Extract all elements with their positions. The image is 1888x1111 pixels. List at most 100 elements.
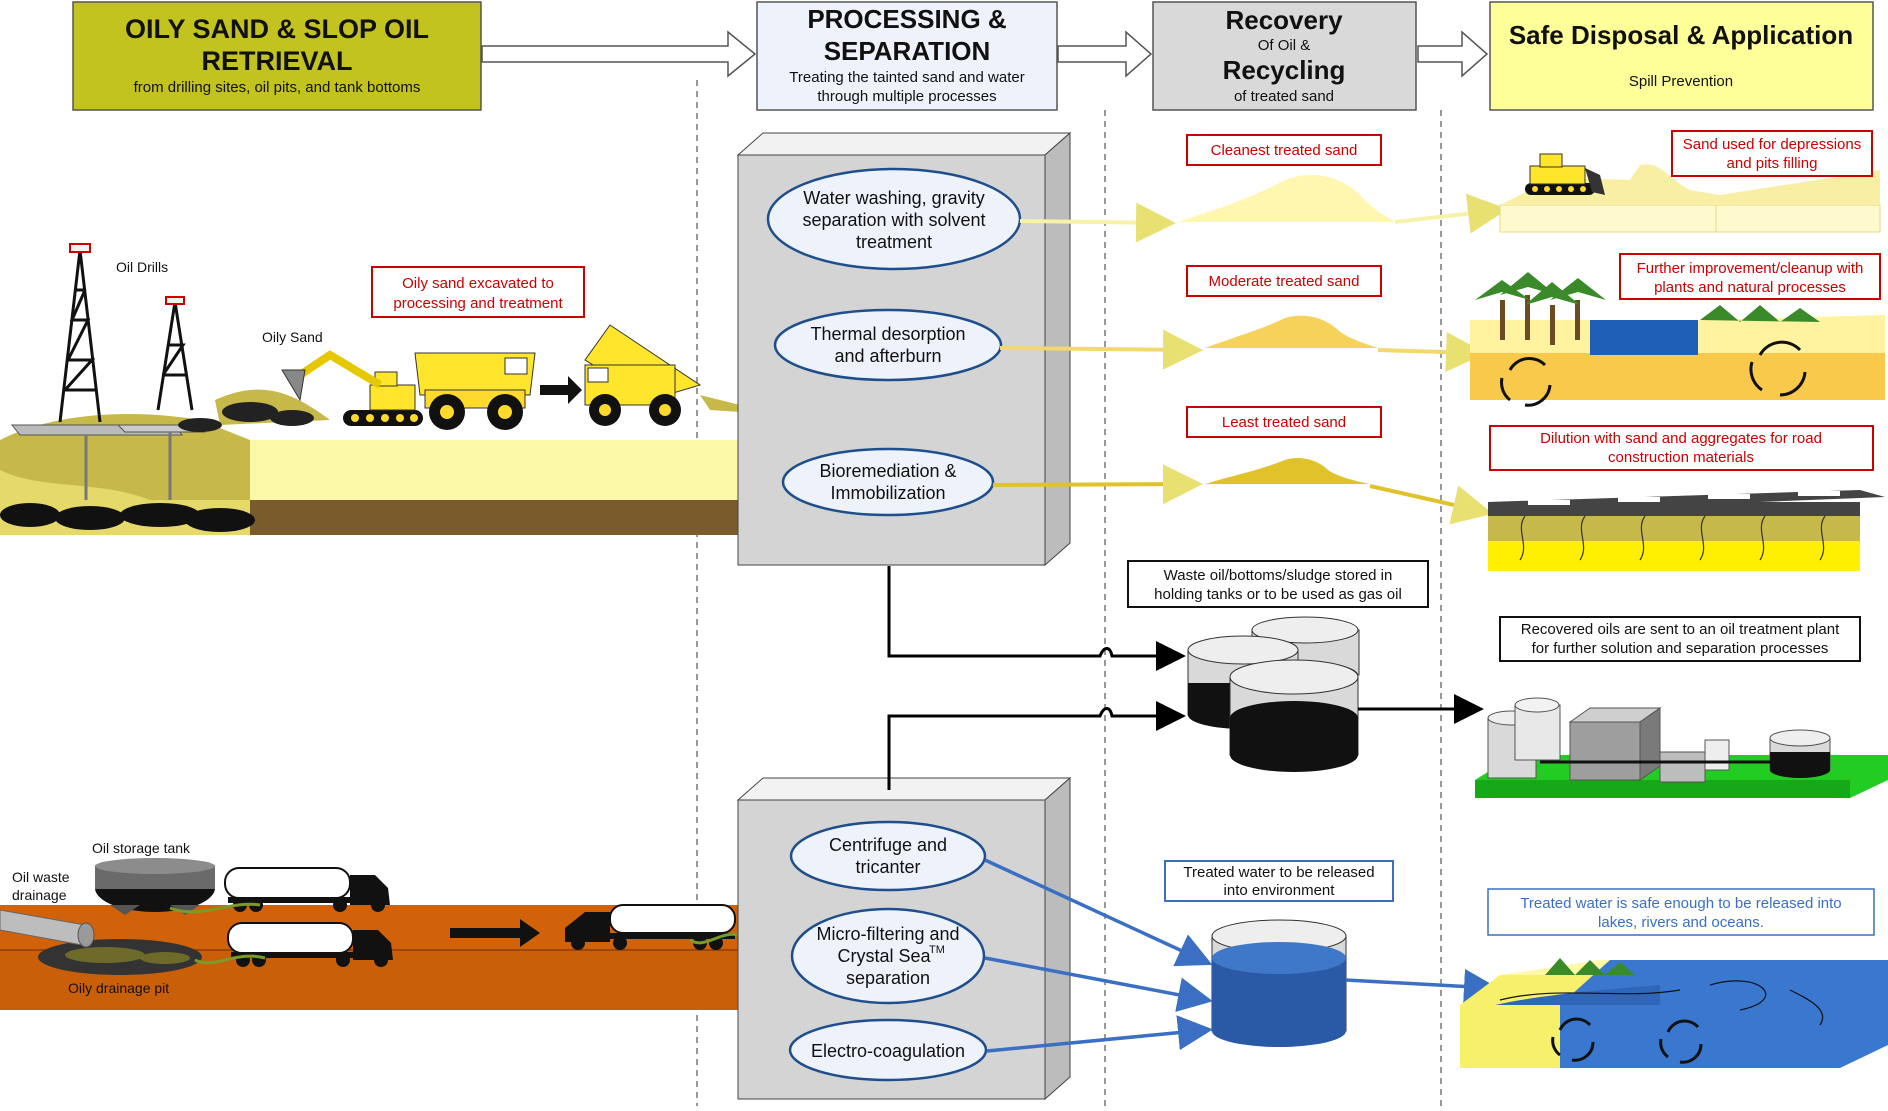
label-waste-oil-line2: holding tanks or to be used as gas oil bbox=[1154, 586, 1402, 603]
oil-flow-lines bbox=[887, 566, 1484, 790]
process-micro-line3: separation bbox=[846, 968, 930, 988]
water-release-illustration bbox=[1460, 958, 1888, 1068]
tanker-truck-icon-3 bbox=[565, 904, 741, 950]
oil-treatment-plant-illustration bbox=[1475, 697, 1888, 798]
header-disposal-subtitle: Spill Prevention bbox=[1629, 73, 1733, 90]
label-excavated-line1: Oily sand excavated to bbox=[402, 275, 554, 292]
process-water-washing-line2: separation with solvent bbox=[802, 210, 985, 230]
process-bioremediation: Bioremediation & Immobilization bbox=[781, 447, 995, 517]
header-retrieval: OILY SAND & SLOP OIL RETRIEVAL from dril… bbox=[72, 1, 482, 111]
recycle-cycle-icon-2 bbox=[1551, 1017, 1703, 1064]
water-tank-icon bbox=[1211, 919, 1347, 1047]
label-waste-oil-box bbox=[1127, 560, 1429, 608]
oil-storage-tank-icon bbox=[95, 858, 215, 915]
label-dilution-line1: Dilution with sand and aggregates for ro… bbox=[1540, 430, 1822, 447]
header-recovery: Recovery Of Oil & Recycling of treated s… bbox=[1152, 1, 1417, 111]
process-micro-filtering: Micro-filtering and Crystal Sea TM separ… bbox=[790, 907, 986, 1005]
label-sand-used-line1: Sand used for depressions bbox=[1683, 136, 1861, 153]
label-cleanest: Cleanest treated sand bbox=[1211, 142, 1358, 159]
label-oil-storage-tank: Oil storage tank bbox=[92, 840, 191, 856]
dump-truck-icon bbox=[414, 352, 536, 430]
label-excavated-line2: processing and treatment bbox=[393, 295, 563, 312]
least-sand-pile bbox=[1205, 458, 1370, 484]
process-thermal-line2: and afterburn bbox=[834, 346, 941, 366]
recovery-sand-labels: Cleanest treated sand Moderate treated s… bbox=[1186, 134, 1382, 438]
header-retrieval-subtitle: from drilling sites, oil pits, and tank … bbox=[134, 79, 421, 96]
process-water-washing: Water washing, gravity separation with s… bbox=[766, 167, 1022, 271]
column-dividers bbox=[696, 80, 1442, 1106]
label-oil-waste-line1: Oil waste bbox=[12, 869, 70, 885]
process-micro-line1: Micro-filtering and bbox=[816, 924, 959, 944]
process-water-washing-line1: Water washing, gravity bbox=[803, 188, 984, 208]
label-recovered-box bbox=[1499, 616, 1861, 662]
label-sand-used-line2: and pits filling bbox=[1727, 155, 1818, 172]
process-centrifuge-line2: tricanter bbox=[855, 857, 920, 877]
header-disposal: Safe Disposal & Application Spill Preven… bbox=[1489, 1, 1874, 111]
bulldozer-icon bbox=[1525, 153, 1605, 195]
plants-cleanup-illustration bbox=[1470, 272, 1885, 407]
road-illustration bbox=[1488, 490, 1885, 571]
label-recovered-line1: Recovered oils are sent to an oil treatm… bbox=[1521, 621, 1840, 638]
header-recovery-small2: of treated sand bbox=[1234, 88, 1334, 105]
label-further-line2: plants and natural processes bbox=[1654, 279, 1846, 296]
dump-truck-tilted-icon bbox=[584, 324, 740, 426]
process-thermal-line1: Thermal desorption bbox=[810, 324, 965, 344]
label-treated-water-box bbox=[1164, 860, 1394, 902]
header-recovery-small1: Of Oil & bbox=[1258, 37, 1311, 54]
oil-drill-icon bbox=[58, 249, 102, 423]
header-processing-title1: PROCESSING & bbox=[807, 4, 1006, 34]
water-flow-lines bbox=[984, 858, 1499, 1053]
label-excavated-box bbox=[371, 266, 585, 318]
label-water-safe-line2: lakes, rivers and oceans. bbox=[1598, 914, 1764, 931]
oil-drill-icon-2 bbox=[156, 301, 194, 411]
header-disposal-title: Safe Disposal & Application bbox=[1509, 20, 1853, 50]
sand-flow-arrows bbox=[992, 193, 1508, 525]
process-water-washing-line3: treatment bbox=[856, 232, 932, 252]
process-thermal: Thermal desorption and afterburn bbox=[773, 308, 1003, 382]
process-micro-tm: TM bbox=[929, 944, 945, 956]
header-processing: PROCESSING & SEPARATION Treating the tai… bbox=[756, 1, 1058, 111]
oil-field-illustration: Oil Drills Oily Sand Oily sand excavated… bbox=[0, 243, 740, 535]
label-treated-water-line2: into environment bbox=[1224, 882, 1336, 899]
process-electro-coagulation: Electro-coagulation bbox=[788, 1018, 988, 1082]
sand-fill-illustration bbox=[1499, 153, 1881, 233]
header-retrieval-title1: OILY SAND & SLOP OIL bbox=[125, 14, 429, 44]
label-dilution-box bbox=[1489, 425, 1874, 471]
header-processing-sub1: Treating the tainted sand and water bbox=[789, 69, 1024, 86]
header-arrows bbox=[481, 30, 1489, 78]
flow-arrow-black bbox=[540, 376, 582, 404]
process-bio-line2: Immobilization bbox=[830, 483, 945, 503]
label-moderate: Moderate treated sand bbox=[1209, 273, 1360, 290]
holding-tanks-icon bbox=[1187, 616, 1360, 772]
label-waste-oil-line1: Waste oil/bottoms/sludge stored in bbox=[1164, 567, 1393, 584]
excavator-icon bbox=[281, 350, 423, 426]
label-least: Least treated sand bbox=[1222, 414, 1346, 431]
label-water-safe-line1: Treated water is safe enough to be relea… bbox=[1520, 895, 1841, 912]
recycle-cycle-icon bbox=[1500, 340, 1807, 407]
label-oil-waste-line2: drainage bbox=[12, 887, 67, 903]
label-water-safe-box bbox=[1487, 888, 1875, 936]
header-recovery-title2: Recycling bbox=[1223, 55, 1346, 85]
header-recovery-title1: Recovery bbox=[1225, 5, 1343, 35]
process-micro-line2: Crystal Sea bbox=[837, 946, 931, 966]
flow-arrow-black-2 bbox=[450, 919, 540, 947]
header-processing-title2: SEPARATION bbox=[824, 36, 991, 66]
label-oil-drills: Oil Drills bbox=[116, 259, 168, 275]
process-bio-line1: Bioremediation & bbox=[819, 461, 956, 481]
label-dilution-line2: construction materials bbox=[1608, 449, 1754, 466]
label-further-line1: Further improvement/cleanup with bbox=[1637, 260, 1864, 277]
tanker-truck-icon-2 bbox=[227, 922, 393, 967]
process-centrifuge-line1: Centrifuge and bbox=[829, 835, 947, 855]
label-oily-sand: Oily Sand bbox=[262, 329, 323, 345]
header-retrieval-title2: RETRIEVAL bbox=[201, 46, 352, 76]
process-centrifuge: Centrifuge and tricanter bbox=[789, 820, 987, 892]
drainage-illustration: Oil storage tank Oil waste drainage Oily… bbox=[0, 840, 741, 1010]
cleanest-sand-pile bbox=[1178, 175, 1395, 222]
label-oily-drainage-pit: Oily drainage pit bbox=[68, 980, 169, 996]
header-processing-sub2: through multiple processes bbox=[817, 88, 996, 105]
label-sand-used-box bbox=[1671, 130, 1873, 177]
moderate-sand-pile bbox=[1205, 315, 1378, 348]
label-treated-water-line1: Treated water to be released bbox=[1183, 864, 1374, 881]
